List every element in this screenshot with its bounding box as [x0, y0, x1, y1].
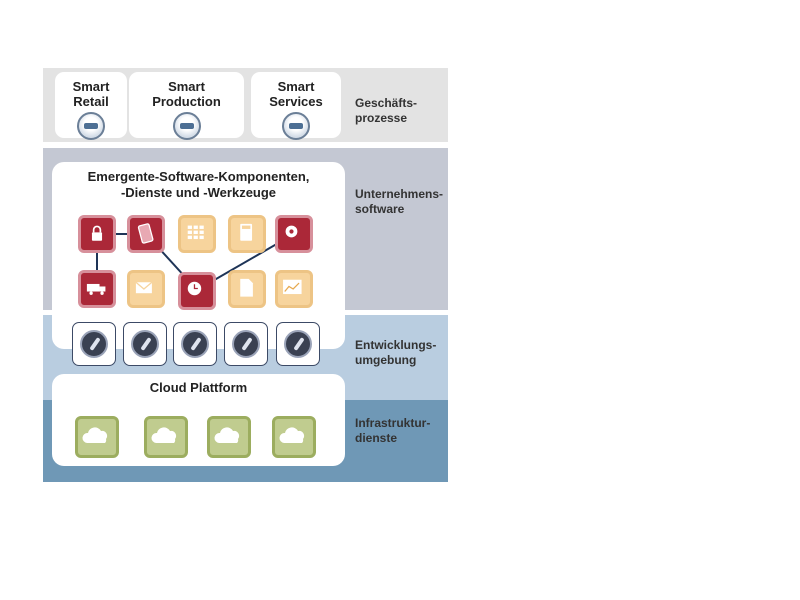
production-icon — [173, 112, 201, 140]
cloud-icon — [207, 416, 251, 458]
emergent-software-box: Emergente-Software-Komponenten, -Dienste… — [52, 162, 345, 349]
layer-label-enterprise-software: Unternehmens- software — [355, 187, 444, 216]
document-icon — [228, 270, 266, 308]
layer-label-business-processes: Geschäfts- prozesse — [355, 96, 418, 125]
layer-label-development-environment: Entwicklungs- umgebung — [355, 338, 437, 367]
clock-icon — [178, 272, 216, 310]
smart-services-card: Smart Services — [251, 72, 341, 140]
development-tool-icon — [224, 322, 268, 366]
calendar-icon — [178, 215, 216, 253]
services-icon — [282, 112, 310, 140]
cloud-platform-title: Cloud Plattform — [149, 380, 248, 395]
cloud-icon — [144, 416, 188, 458]
chart-icon — [275, 270, 313, 308]
development-tool-icon — [72, 322, 116, 366]
smart-production-title: Smart Production — [152, 79, 221, 109]
cloud-icon — [75, 416, 119, 458]
development-tool-icon — [123, 322, 167, 366]
lock-icon — [78, 215, 116, 253]
truck-icon — [78, 270, 116, 308]
cloud-icon — [272, 416, 316, 458]
gear-icon — [275, 215, 313, 253]
phone-icon — [127, 215, 165, 253]
smart-retail-card: Smart Retail — [55, 72, 127, 140]
smart-retail-title: Smart Retail — [72, 79, 110, 109]
development-tool-icon — [173, 322, 217, 366]
retail-icon — [77, 112, 105, 140]
smart-services-title: Smart Services — [269, 79, 323, 109]
layer-label-infrastructure-services: Infrastruktur- dienste — [355, 416, 431, 445]
smart-production-card: Smart Production — [129, 72, 244, 140]
development-tool-icon — [276, 322, 320, 366]
mail-icon — [127, 270, 165, 308]
emergent-software-title: Emergente-Software-Komponenten, -Dienste… — [87, 169, 310, 200]
calculator-icon — [228, 215, 266, 253]
